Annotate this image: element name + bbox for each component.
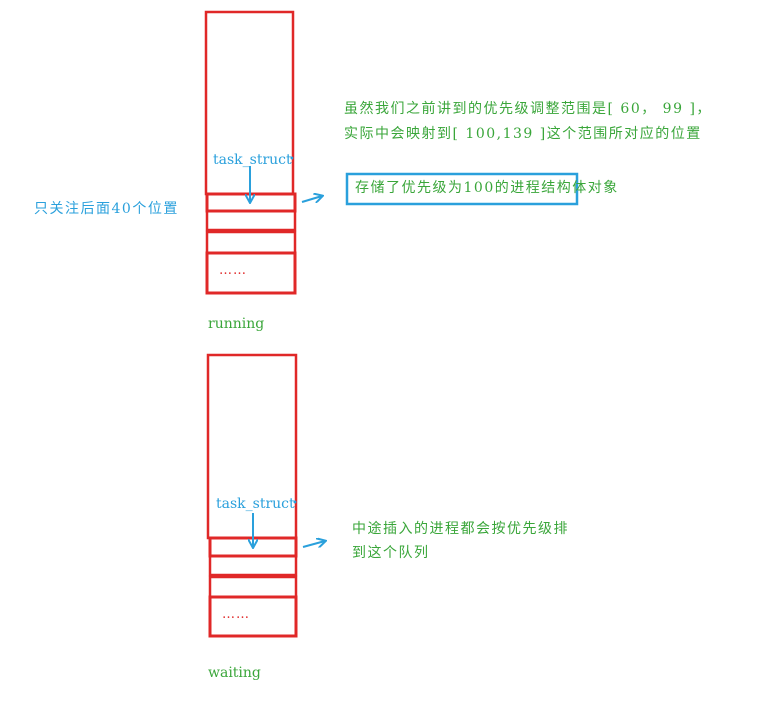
- waiting-note-line2: 到这个队列: [352, 545, 430, 561]
- running-boxed-note: 存储了优先级为100的进程结构体对象: [355, 180, 619, 196]
- running-note-arrow: [301, 196, 322, 202]
- waiting-pointer-label: task_struct: [216, 496, 295, 512]
- waiting-queue-slot-rest: [208, 595, 298, 638]
- waiting-label: waiting: [208, 665, 261, 681]
- waiting-queue-slot: [208, 554, 298, 577]
- waiting-ellipsis: ……: [222, 607, 250, 622]
- waiting-note-line1: 中途插入的进程都会按优先级排: [352, 521, 569, 537]
- running-label: running: [208, 316, 265, 332]
- running-pointer: [250, 166, 579, 206]
- waiting-pointer-dot: •: [292, 498, 298, 509]
- running-pointer-dot: •: [289, 154, 295, 165]
- running-note-line1: 虽然我们之前讲到的优先级调整范围是[ 60， 99 ]，: [344, 101, 712, 117]
- running-pointer-label: task_struct: [213, 152, 292, 168]
- waiting-queue-slot: [208, 575, 298, 599]
- left-note: 只关注后面40个位置: [34, 201, 179, 217]
- running-queue-slot-rest: [205, 251, 297, 295]
- running-note-line2: 实际中会映射到[ 100,139 ]这个范围所对应的位置: [344, 126, 702, 142]
- waiting-pointer: [253, 513, 325, 547]
- running-boxed-note-frame: [345, 172, 579, 206]
- running-queue-slot: [205, 209, 297, 232]
- running-queue-slot: [205, 230, 297, 255]
- running-ellipsis: ……: [219, 263, 247, 278]
- waiting-note-arrow: [302, 541, 325, 548]
